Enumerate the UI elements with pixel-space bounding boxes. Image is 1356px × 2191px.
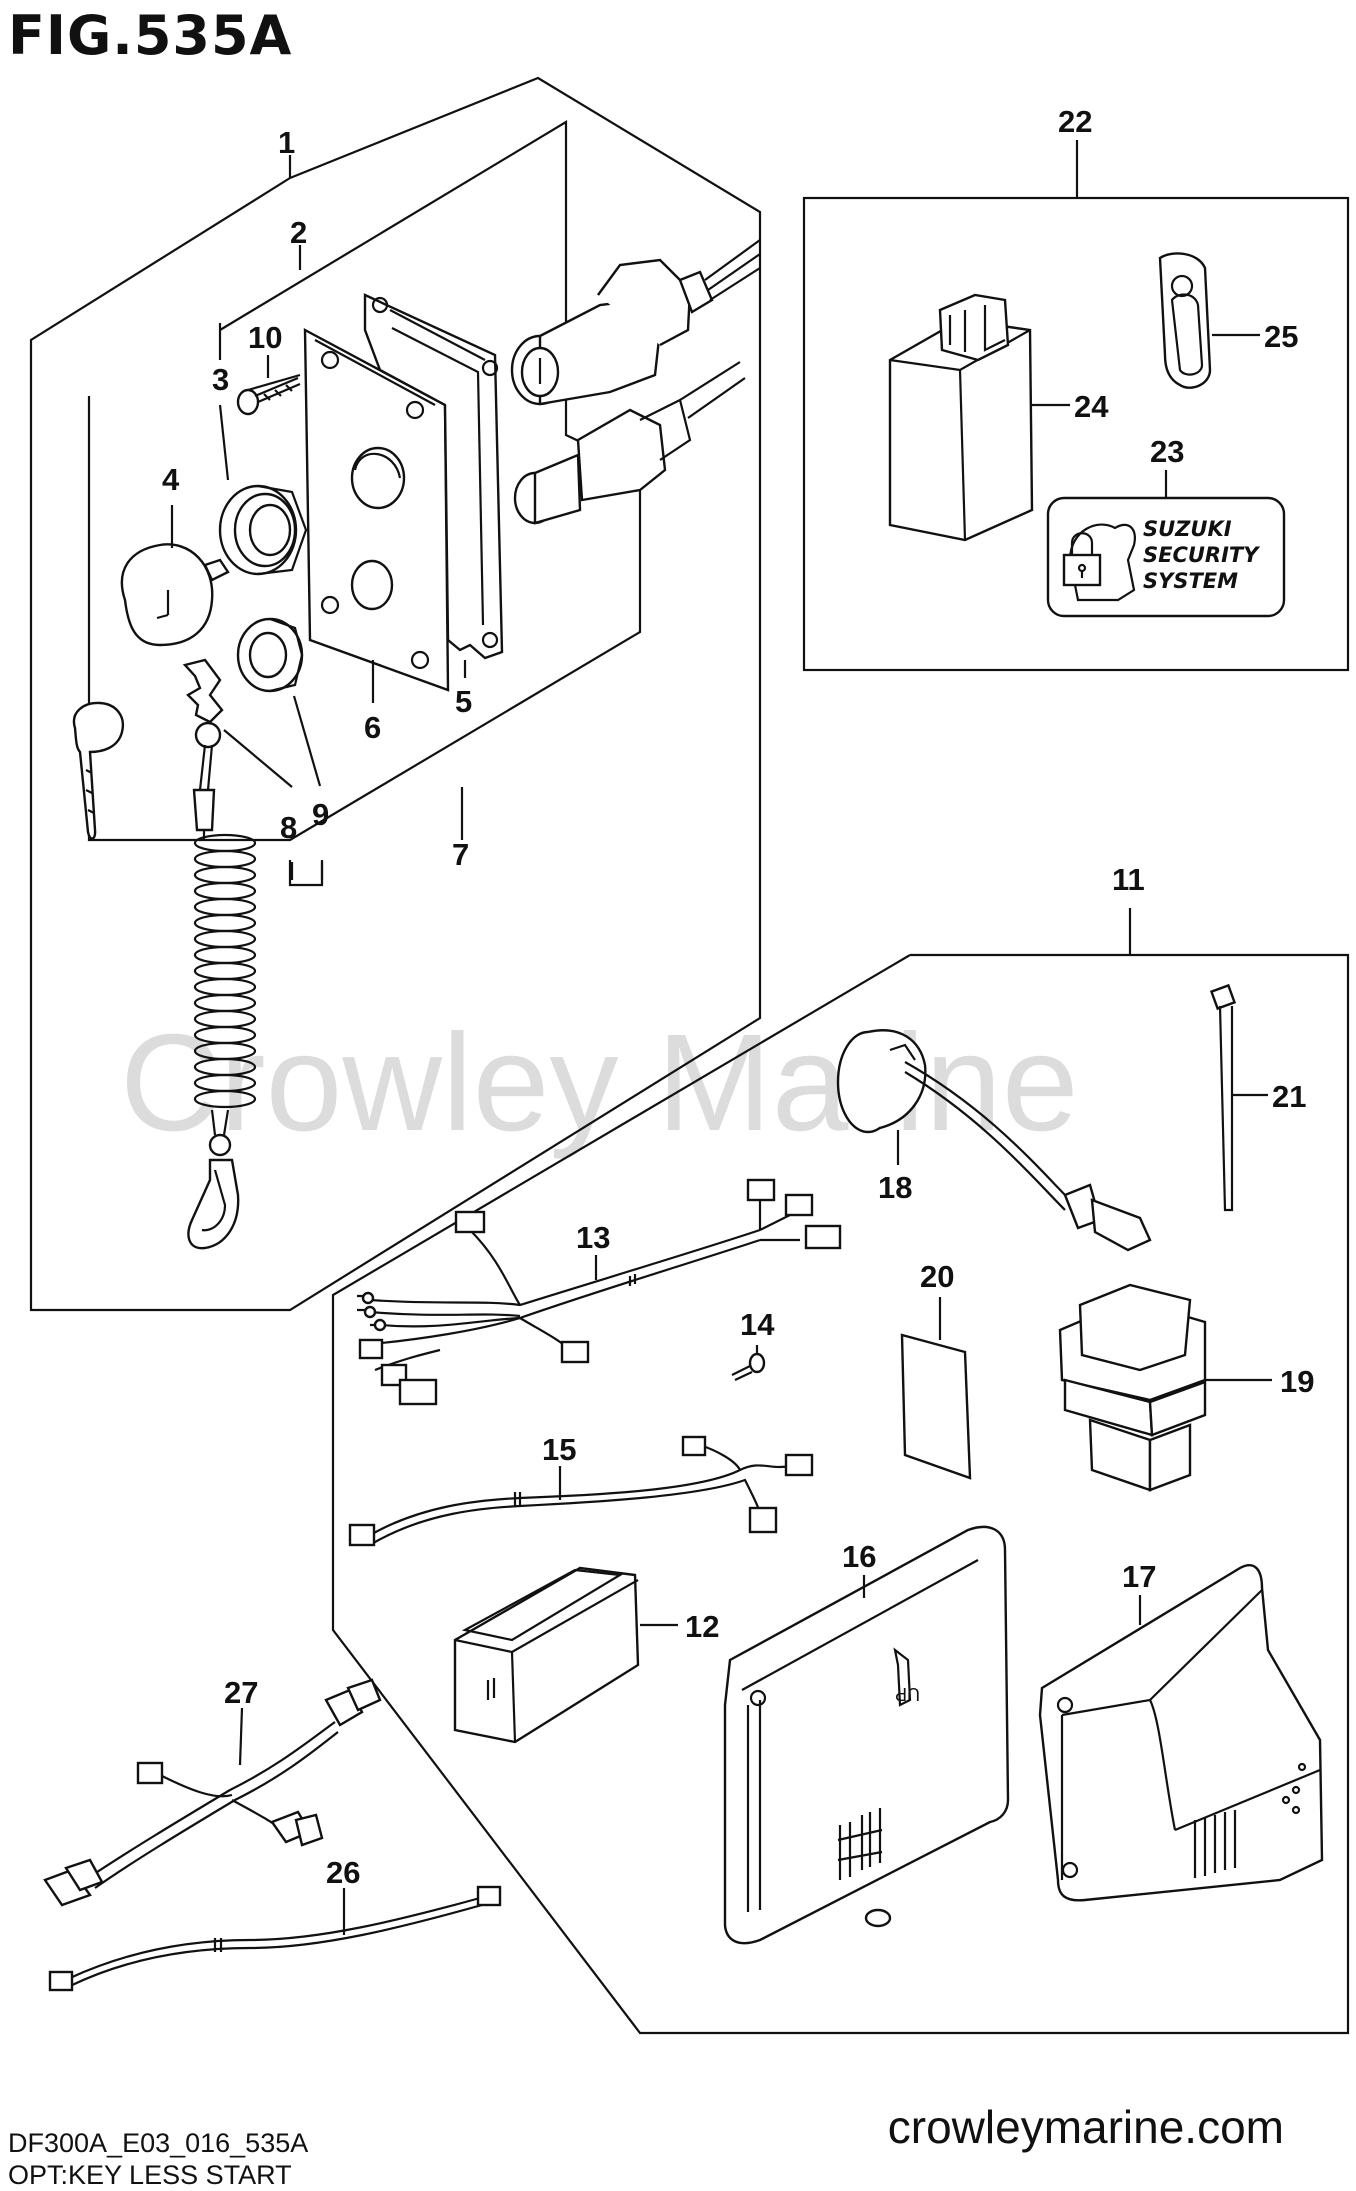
callout-22: 22 <box>1058 104 1092 139</box>
harness-27 <box>43 1678 382 1907</box>
card-20 <box>900 1333 972 1480</box>
callout-23: 23 <box>1150 434 1184 469</box>
callout-25: 25 <box>1264 319 1298 354</box>
harness-13 <box>357 1178 842 1406</box>
figure-code: DF300A_E03_016_535A <box>8 2128 309 2158</box>
callout-10: 10 <box>248 320 282 355</box>
callout-7: 7 <box>452 837 469 872</box>
callout-14: 14 <box>740 1307 775 1342</box>
bracket-8-9 <box>288 860 324 887</box>
callout-2: 2 <box>290 215 307 250</box>
callout-4: 4 <box>162 462 180 497</box>
callout-5: 5 <box>455 684 472 719</box>
callout-3: 3 <box>212 362 229 397</box>
immobilizer-module-24 <box>888 293 1034 542</box>
wire-26 <box>48 1885 502 1992</box>
holder-12 <box>453 1566 640 1744</box>
security-label-23: SUZUKI SECURITY SYSTEM <box>1046 496 1286 618</box>
callout-26: 26 <box>326 1855 360 1890</box>
bezel-nut-3 <box>218 484 308 576</box>
screw-14 <box>731 1352 766 1381</box>
callout-13: 13 <box>576 1220 610 1255</box>
controller-16 <box>723 1525 1010 1945</box>
harness-15 <box>348 1435 814 1547</box>
knob-4 <box>120 543 230 647</box>
security-label-line2: SECURITY <box>1143 543 1260 567</box>
callout-21: 21 <box>1272 1079 1306 1114</box>
callout-16: 16 <box>842 1539 876 1574</box>
lanyard-8 <box>182 658 257 1250</box>
callout-24: 24 <box>1074 389 1109 424</box>
group-1-outline <box>29 76 762 1312</box>
callout-8: 8 <box>280 810 297 845</box>
up-mark: UP <box>895 1684 920 1704</box>
figure-title: FIG.535A <box>8 4 293 67</box>
key-fob-25 <box>1158 252 1212 389</box>
callout-6: 6 <box>364 710 381 745</box>
callout-20: 20 <box>920 1259 954 1294</box>
nut-9 <box>236 617 304 693</box>
callout-11: 11 <box>1112 862 1145 897</box>
security-label-line1: SUZUKI <box>1143 517 1232 541</box>
buzzer-18 <box>836 1029 1152 1252</box>
key <box>72 701 125 840</box>
svg-text:UP: UP <box>895 1684 920 1704</box>
figure-description: OPT:KEY LESS START <box>8 2160 292 2190</box>
ignition-switch <box>510 239 761 406</box>
cable-tie-21 <box>1209 983 1237 1212</box>
screw-10 <box>236 373 301 416</box>
security-label-line3: SYSTEM <box>1143 569 1238 593</box>
stop-switch <box>513 361 746 525</box>
callout-18: 18 <box>878 1170 912 1205</box>
group-11-outline <box>331 953 1350 2035</box>
plate-6 <box>303 327 450 692</box>
callout-17: 17 <box>1122 1559 1156 1594</box>
callout-12: 12 <box>685 1609 719 1644</box>
callout-9: 9 <box>312 797 329 832</box>
callout-27: 27 <box>224 1675 258 1710</box>
switch-19 <box>1058 1283 1207 1492</box>
gasket-5 <box>363 293 504 660</box>
callout-1: 1 <box>278 125 295 160</box>
controller-17 <box>1038 1564 1324 1902</box>
callout-19: 19 <box>1280 1364 1314 1399</box>
website-label: crowleymarine.com <box>887 2101 1284 2153</box>
callout-15: 15 <box>542 1432 576 1467</box>
